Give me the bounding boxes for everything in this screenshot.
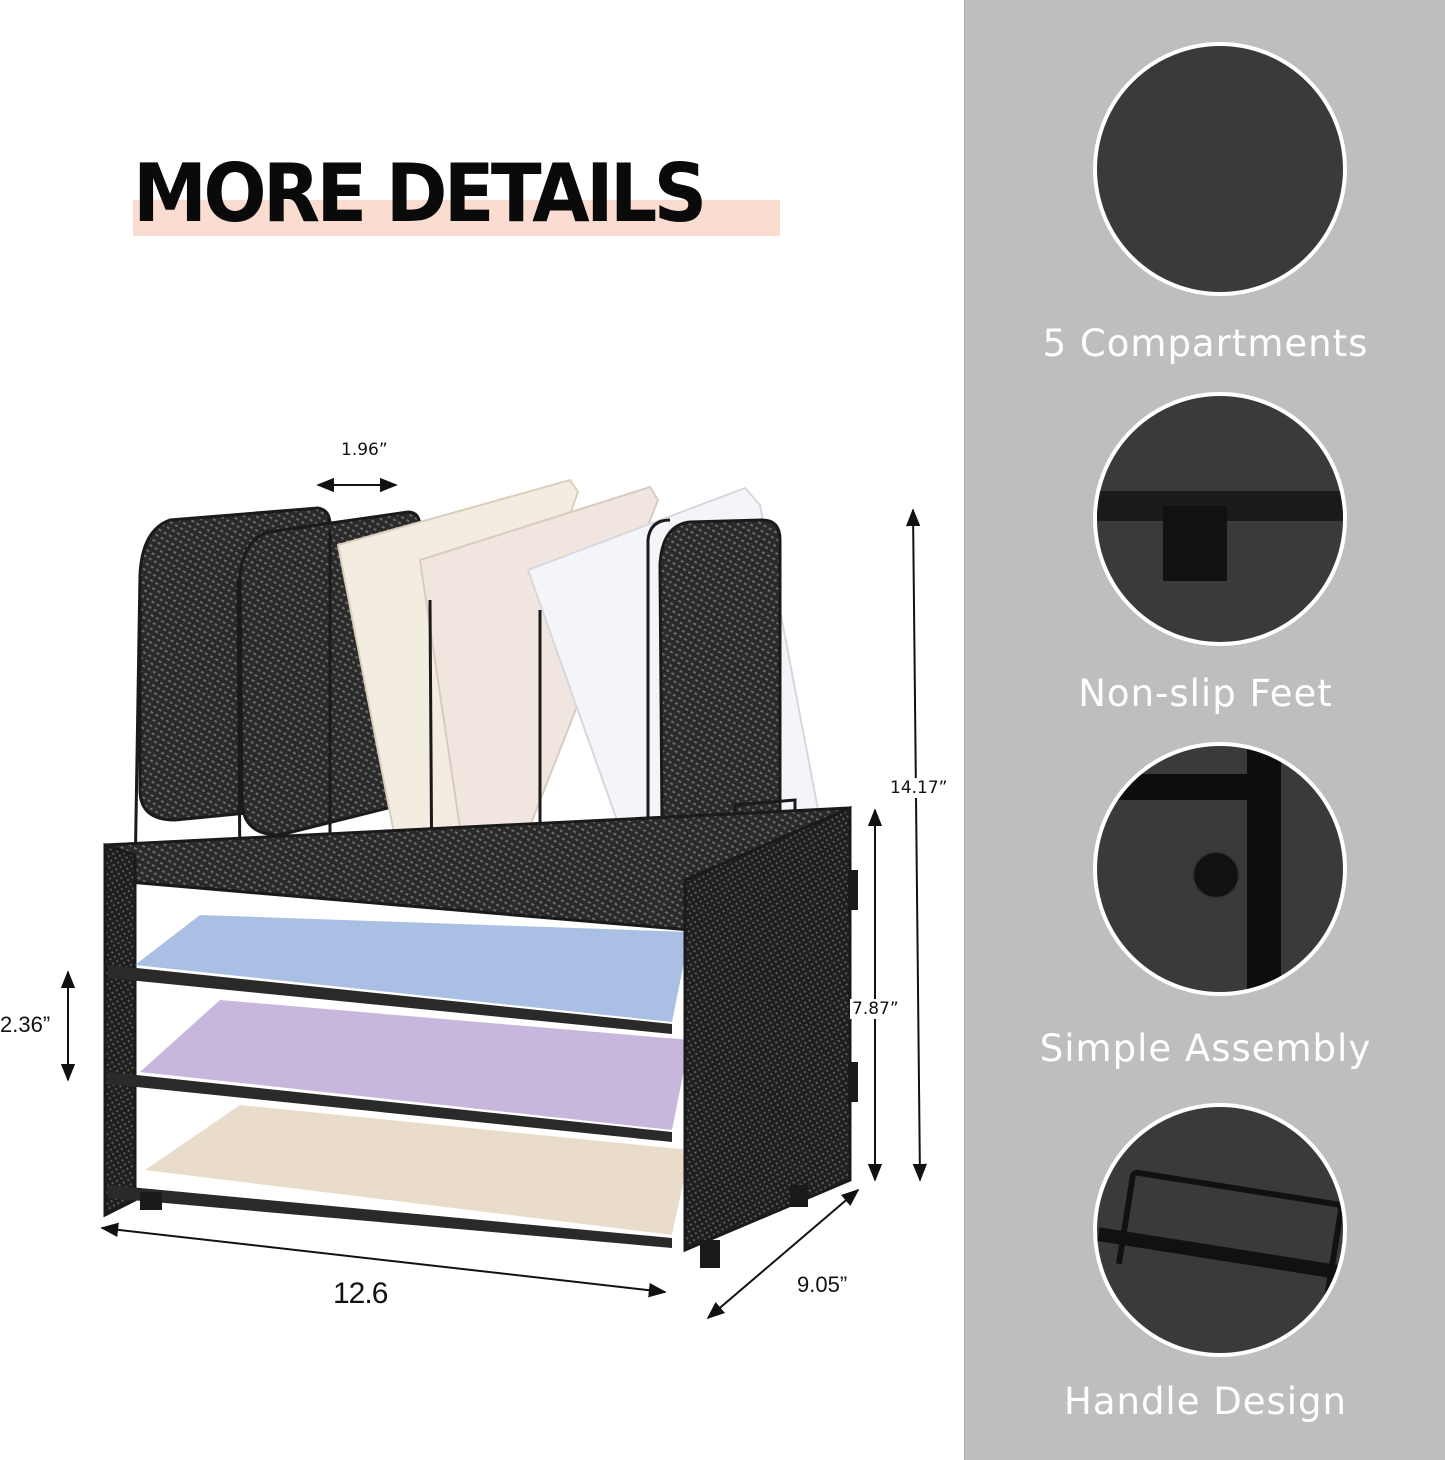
tray-height-label: 7.87” xyxy=(850,999,901,1019)
divider-spacing-label: 1.96” xyxy=(341,440,388,460)
foot xyxy=(700,1240,720,1268)
headline-title: MORE DETAILS xyxy=(133,147,707,240)
depth-arrow xyxy=(706,1188,860,1320)
mesh-dividers-photo-icon xyxy=(1093,42,1347,296)
total-height-arrow xyxy=(905,508,928,1182)
width-arrow xyxy=(100,1222,667,1298)
total-height-label: 14.17” xyxy=(888,778,950,798)
product-illustration xyxy=(60,477,928,1320)
feature-label: Non-slip Feet xyxy=(1078,672,1333,715)
tray-spacing-label: 2.36” xyxy=(0,1012,51,1037)
foot xyxy=(140,1192,162,1210)
depth-label: 9.05” xyxy=(797,1272,848,1297)
letter-tray-2 xyxy=(108,1000,690,1142)
rubber-foot-photo-icon xyxy=(1093,392,1347,646)
width-label: 12.6 xyxy=(333,1277,388,1310)
headline-highlight-bar xyxy=(133,200,780,236)
right-side-panel xyxy=(683,805,852,1253)
tray-handle-photo-icon xyxy=(1093,1103,1347,1357)
feature-label: Handle Design xyxy=(1064,1380,1347,1423)
feature-label: Simple Assembly xyxy=(1039,1027,1372,1070)
screw-corner-photo-icon xyxy=(1093,742,1347,996)
headline: MORE DETAILS xyxy=(133,147,780,240)
feature-label: 5 Compartments xyxy=(1042,322,1369,365)
foot xyxy=(790,1185,808,1207)
features-panel: 5 Compartments Non-slip Feet Simple Asse… xyxy=(964,0,1445,1460)
letter-tray-1 xyxy=(108,915,690,1034)
left-side-panel xyxy=(103,842,137,1218)
